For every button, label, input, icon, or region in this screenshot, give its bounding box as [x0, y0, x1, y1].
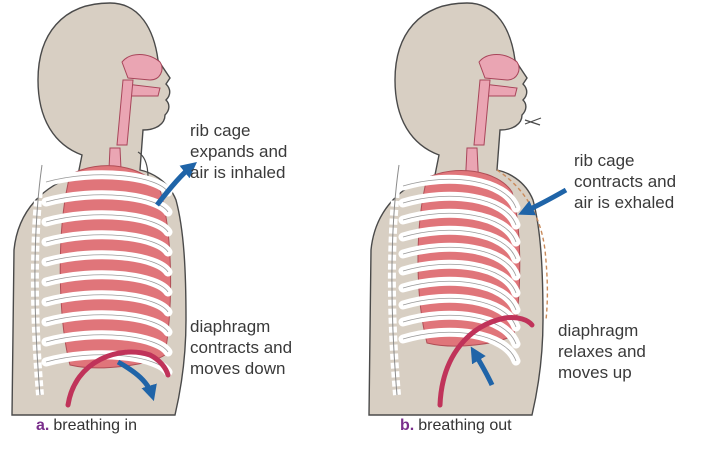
- caption-letter: a.: [36, 417, 49, 434]
- caption-text: breathing out: [418, 417, 511, 434]
- caption-breathing-in: a.breathing in: [36, 417, 137, 435]
- diaphragm-relaxes-label: diaphragm relaxes and moves up: [558, 320, 646, 383]
- rib-cage-contracts-label: rib cage contracts and air is exhaled: [574, 150, 676, 213]
- panel-a-figure: [12, 3, 192, 415]
- rib-cage-expands-label: rib cage expands and air is inhaled: [190, 120, 287, 183]
- diaphragm-contracts-label: diaphragm contracts and moves down: [190, 316, 292, 379]
- caption-breathing-out: b.breathing out: [400, 417, 512, 435]
- caption-letter: b.: [400, 417, 414, 434]
- panel-b-figure: [369, 3, 566, 415]
- caption-text: breathing in: [53, 417, 137, 434]
